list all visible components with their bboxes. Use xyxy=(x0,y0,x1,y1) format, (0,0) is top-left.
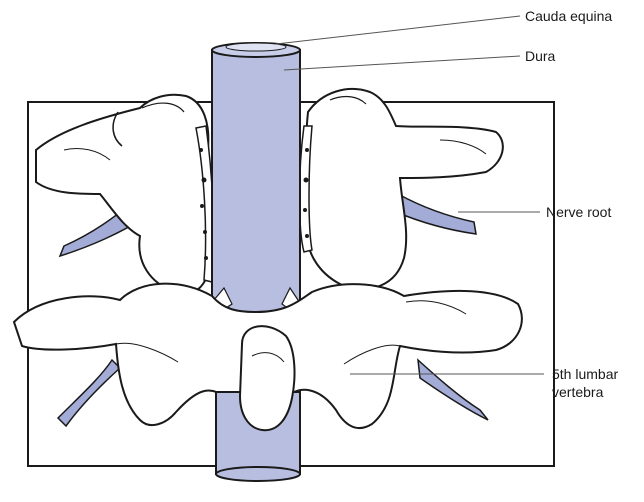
label-lumbar-line2: vertebra xyxy=(552,384,603,401)
label-cauda-equina: Cauda equina xyxy=(525,8,612,25)
leader-cauda-equina xyxy=(276,16,520,44)
dural-tube xyxy=(212,43,300,320)
leader-dura xyxy=(284,56,520,70)
label-nerve-root: Nerve root xyxy=(546,204,611,221)
label-dura: Dura xyxy=(525,48,555,65)
spinous-process xyxy=(240,326,294,430)
label-lumbar-line1: 5th lumbar xyxy=(552,366,618,383)
